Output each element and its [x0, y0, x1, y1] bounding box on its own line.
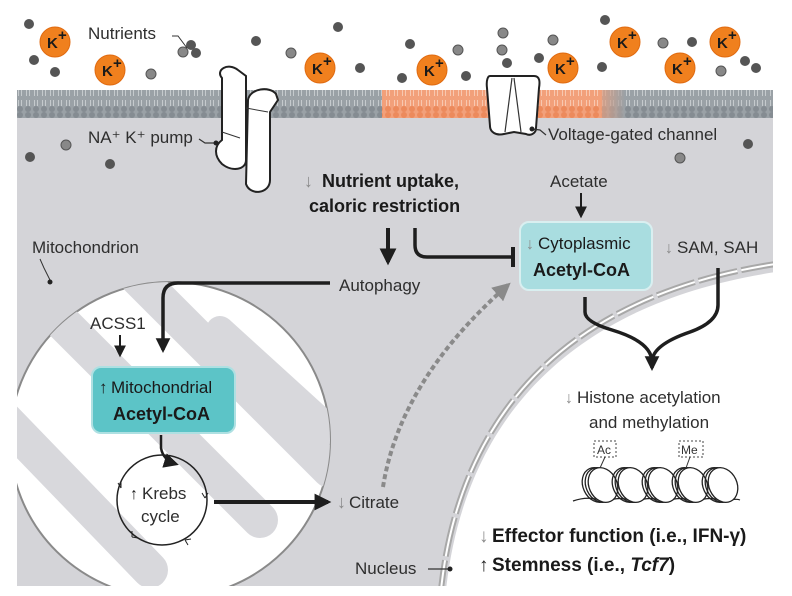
mito-line1: Mitochondrial	[111, 378, 212, 397]
svg-text:+: +	[628, 27, 637, 44]
arrow-autophagy-to-mito	[155, 281, 330, 353]
k-ion: K+	[39, 26, 71, 58]
cyto-line1: Cytoplasmic	[538, 234, 631, 253]
mark-ac: Ac	[593, 440, 617, 469]
krebs-cycle: ↑ Krebs cycle	[116, 435, 209, 546]
k-ion: K+	[609, 26, 641, 58]
nutrient-uptake-arrow: ↓	[304, 171, 313, 191]
effector-function-label: Effector function (i.e., IFN-γ)	[492, 526, 746, 547]
cyto-line2: Acetyl-CoA	[533, 260, 630, 280]
nutrient-uptake-line2: caloric restriction	[309, 196, 460, 216]
svg-text:+: +	[566, 53, 575, 70]
svg-text:+: +	[58, 27, 67, 44]
krebs-line2: cycle	[141, 507, 180, 526]
k-ion: K+	[94, 54, 126, 86]
krebs-arrow: ↑	[130, 486, 138, 503]
svg-text:+: +	[435, 55, 444, 72]
acss1-label: ACSS1	[90, 314, 146, 333]
nucleus	[446, 272, 773, 586]
nutrient-particles	[24, 15, 761, 169]
cytoplasmic-acetyl-coa-box: ↓ Cytoplasmic Acetyl-CoA	[519, 221, 653, 291]
channel-label: Voltage-gated channel	[548, 125, 717, 144]
arrow-cyto-to-histone	[583, 297, 654, 363]
stemness-arrow: ↑	[479, 555, 489, 576]
nucleosome-chain	[572, 466, 741, 504]
k-ion: K+	[547, 52, 579, 84]
svg-text:K: K	[47, 35, 58, 52]
histone-arrow: ↓	[565, 390, 573, 407]
voltage-gated-channel	[485, 75, 541, 136]
potassium-ions: K+K+K+K+K+K+K+K+	[39, 26, 741, 86]
citrate-arrow: ↓	[337, 492, 346, 512]
histone-line1: Histone acetylation	[577, 388, 721, 407]
cyto-arrow: ↓	[526, 236, 534, 253]
mark-me: Me	[678, 440, 704, 469]
krebs-line1: Krebs	[142, 484, 186, 503]
mito-arrow: ↑	[99, 378, 108, 397]
k-ion: K+	[664, 52, 696, 84]
mitochondrion-label: Mitochondrion	[32, 238, 139, 257]
autophagy-label: Autophagy	[339, 276, 421, 295]
mito-line2: Acetyl-CoA	[113, 404, 210, 424]
sam-arrow: ↓	[665, 240, 673, 257]
na-k-pump	[215, 65, 280, 193]
svg-text:K: K	[424, 63, 435, 80]
svg-text:K: K	[102, 63, 113, 80]
inhibition-to-cyto-acetyl-coa	[413, 228, 512, 259]
pump-label: NA⁺ K⁺ pump	[88, 128, 193, 147]
effector-arrow: ↓	[479, 526, 489, 547]
svg-text:K: K	[312, 61, 323, 78]
mitochondrial-acetyl-coa-box: ↑ Mitochondrial Acetyl-CoA	[91, 366, 236, 434]
svg-text:K: K	[617, 35, 628, 52]
citrate-label: Citrate	[349, 493, 399, 512]
svg-text:Ac: Ac	[597, 443, 611, 457]
arrow-citrate-to-cyto-acetyl-coa	[381, 282, 511, 488]
sam-sah-label: SAM, SAH	[677, 238, 758, 257]
svg-text:K: K	[555, 61, 566, 78]
histone-line2: and methylation	[589, 413, 709, 432]
k-ion: K+	[304, 52, 336, 84]
svg-text:K: K	[672, 61, 683, 78]
k-ion: K+	[709, 26, 741, 58]
k-ion: K+	[416, 54, 448, 86]
svg-text:K: K	[717, 35, 728, 52]
nucleosome	[707, 466, 739, 504]
stemness-label: Stemness (i.e., Tcf7)	[492, 555, 675, 576]
svg-text:+: +	[683, 53, 692, 70]
nucleus-label: Nucleus	[355, 559, 416, 578]
nutrients-label: Nutrients	[88, 24, 156, 43]
cell-membrane	[17, 90, 773, 118]
svg-text:+: +	[113, 55, 122, 72]
acetate-label: Acetate	[550, 172, 608, 191]
nutrient-uptake-line1: Nutrient uptake,	[322, 171, 459, 191]
svg-text:+: +	[728, 27, 737, 44]
svg-text:Me: Me	[681, 443, 698, 457]
arrow-sam-to-histone	[650, 268, 720, 363]
svg-text:+: +	[323, 53, 332, 70]
